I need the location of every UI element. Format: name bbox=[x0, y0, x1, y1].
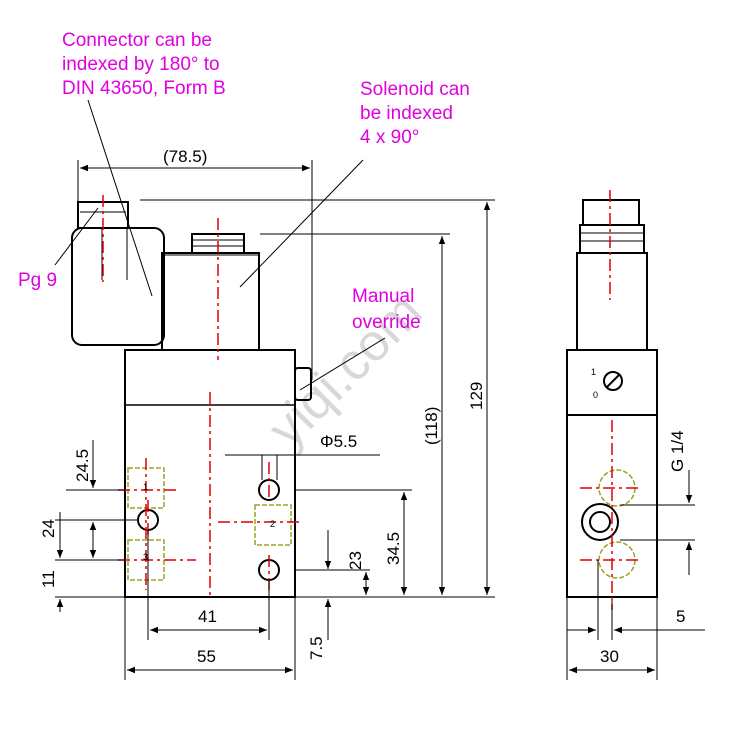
front-centerlines bbox=[102, 195, 300, 597]
dim-78-5: (78.5) bbox=[163, 147, 207, 166]
dim-55: 55 bbox=[197, 647, 216, 666]
override-knob bbox=[603, 371, 623, 391]
dim-g-1-4: G 1/4 bbox=[668, 430, 687, 472]
port-3-label: 3 bbox=[143, 552, 148, 562]
manual-override-line2: override bbox=[352, 312, 421, 333]
port-1-label: 1 bbox=[143, 482, 148, 492]
port-2-outline bbox=[254, 504, 292, 546]
dim-5: 5 bbox=[676, 607, 685, 626]
manual-override-line1: Manual bbox=[352, 286, 414, 307]
dim-24-5: 24.5 bbox=[73, 449, 92, 482]
dim-118: (118) bbox=[422, 407, 441, 445]
manual-override-stub bbox=[294, 367, 312, 401]
override-label-1: 1 bbox=[591, 367, 596, 377]
solenoid-note-line3: 4 x 90° bbox=[360, 127, 419, 148]
dim-23: 23 bbox=[346, 551, 365, 570]
side-centerlines bbox=[580, 190, 640, 610]
solenoid-coil bbox=[161, 252, 260, 351]
dim-34-5: 34.5 bbox=[384, 532, 403, 565]
side-cap bbox=[579, 224, 645, 254]
dim-41: 41 bbox=[198, 607, 217, 626]
side-coil bbox=[576, 252, 648, 351]
side-port-center bbox=[581, 503, 619, 541]
port-2-label: 2 bbox=[270, 519, 275, 529]
dim-24: 24 bbox=[39, 519, 58, 538]
pg9-label: Pg 9 bbox=[18, 270, 57, 291]
dim-11: 11 bbox=[39, 570, 58, 588]
dim-30: 30 bbox=[600, 647, 619, 666]
dim-7-5: 7.5 bbox=[307, 636, 326, 660]
side-gland bbox=[582, 199, 640, 226]
dim-129: 129 bbox=[467, 382, 486, 410]
override-label-0: 0 bbox=[593, 390, 598, 400]
leader-lines bbox=[54, 99, 386, 391]
dim-phi-5-5: Φ5.5 bbox=[320, 432, 357, 451]
solenoid-note-line1: Solenoid can bbox=[360, 79, 470, 100]
connector-plug bbox=[71, 227, 165, 346]
connector-note-line1: Connector can be bbox=[62, 30, 212, 51]
connector-note-line2: indexed by 180° to bbox=[62, 54, 220, 75]
connector-note-line3: DIN 43650, Form B bbox=[62, 78, 226, 99]
solenoid-note-line2: be indexed bbox=[360, 103, 453, 124]
dimension-lines bbox=[55, 160, 705, 680]
